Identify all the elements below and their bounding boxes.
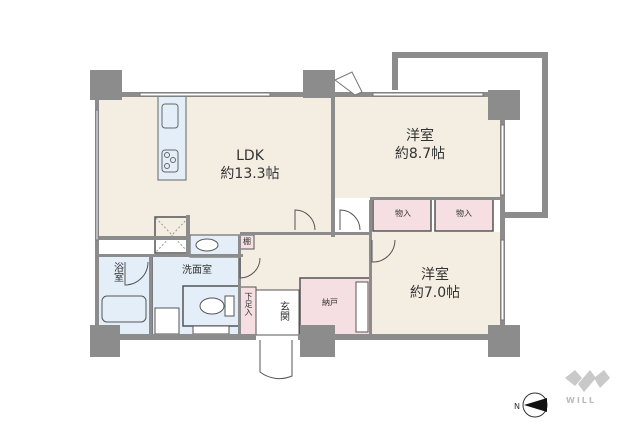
- room-label-closet-2: 物入: [456, 209, 472, 218]
- room-label-closet-1: 物入: [395, 209, 411, 218]
- wash-basin: [195, 238, 219, 252]
- room-name: LDK: [236, 148, 264, 164]
- windows: [95, 71, 505, 321]
- room-label-bath: 浴室: [111, 262, 123, 282]
- room-size: 約13.3帖: [220, 165, 280, 182]
- room-label-storage: 納戸: [322, 298, 338, 307]
- room-label-entrance: 玄関: [277, 301, 289, 321]
- room-label-western-2: 洋室 約7.0帖: [400, 267, 470, 302]
- room-size: 約8.7帖: [394, 145, 446, 162]
- svg-text:N: N: [514, 402, 520, 411]
- room-label-shoe-box: 下足入: [244, 292, 253, 316]
- washing-machine-pan: [154, 307, 180, 335]
- room-label-western-1: 洋室 約8.7帖: [385, 128, 455, 163]
- brand-logo-text: WILL: [566, 396, 596, 405]
- toilet: [199, 295, 235, 317]
- door-swings: [124, 209, 396, 380]
- kitchen-counter: [157, 95, 187, 181]
- will-logo-icon: [565, 370, 610, 392]
- room-name: 洋室: [406, 128, 434, 144]
- room-label-washroom: 洗面室: [182, 265, 212, 276]
- compass-icon: N: [514, 392, 548, 418]
- washroom-shelf: [192, 325, 230, 335]
- room-label-shelf: 棚: [243, 237, 251, 246]
- room-label-ldk: LDK 約13.3帖: [215, 148, 285, 183]
- room-size: 約7.0帖: [409, 284, 461, 301]
- room-name: 洋室: [421, 267, 449, 283]
